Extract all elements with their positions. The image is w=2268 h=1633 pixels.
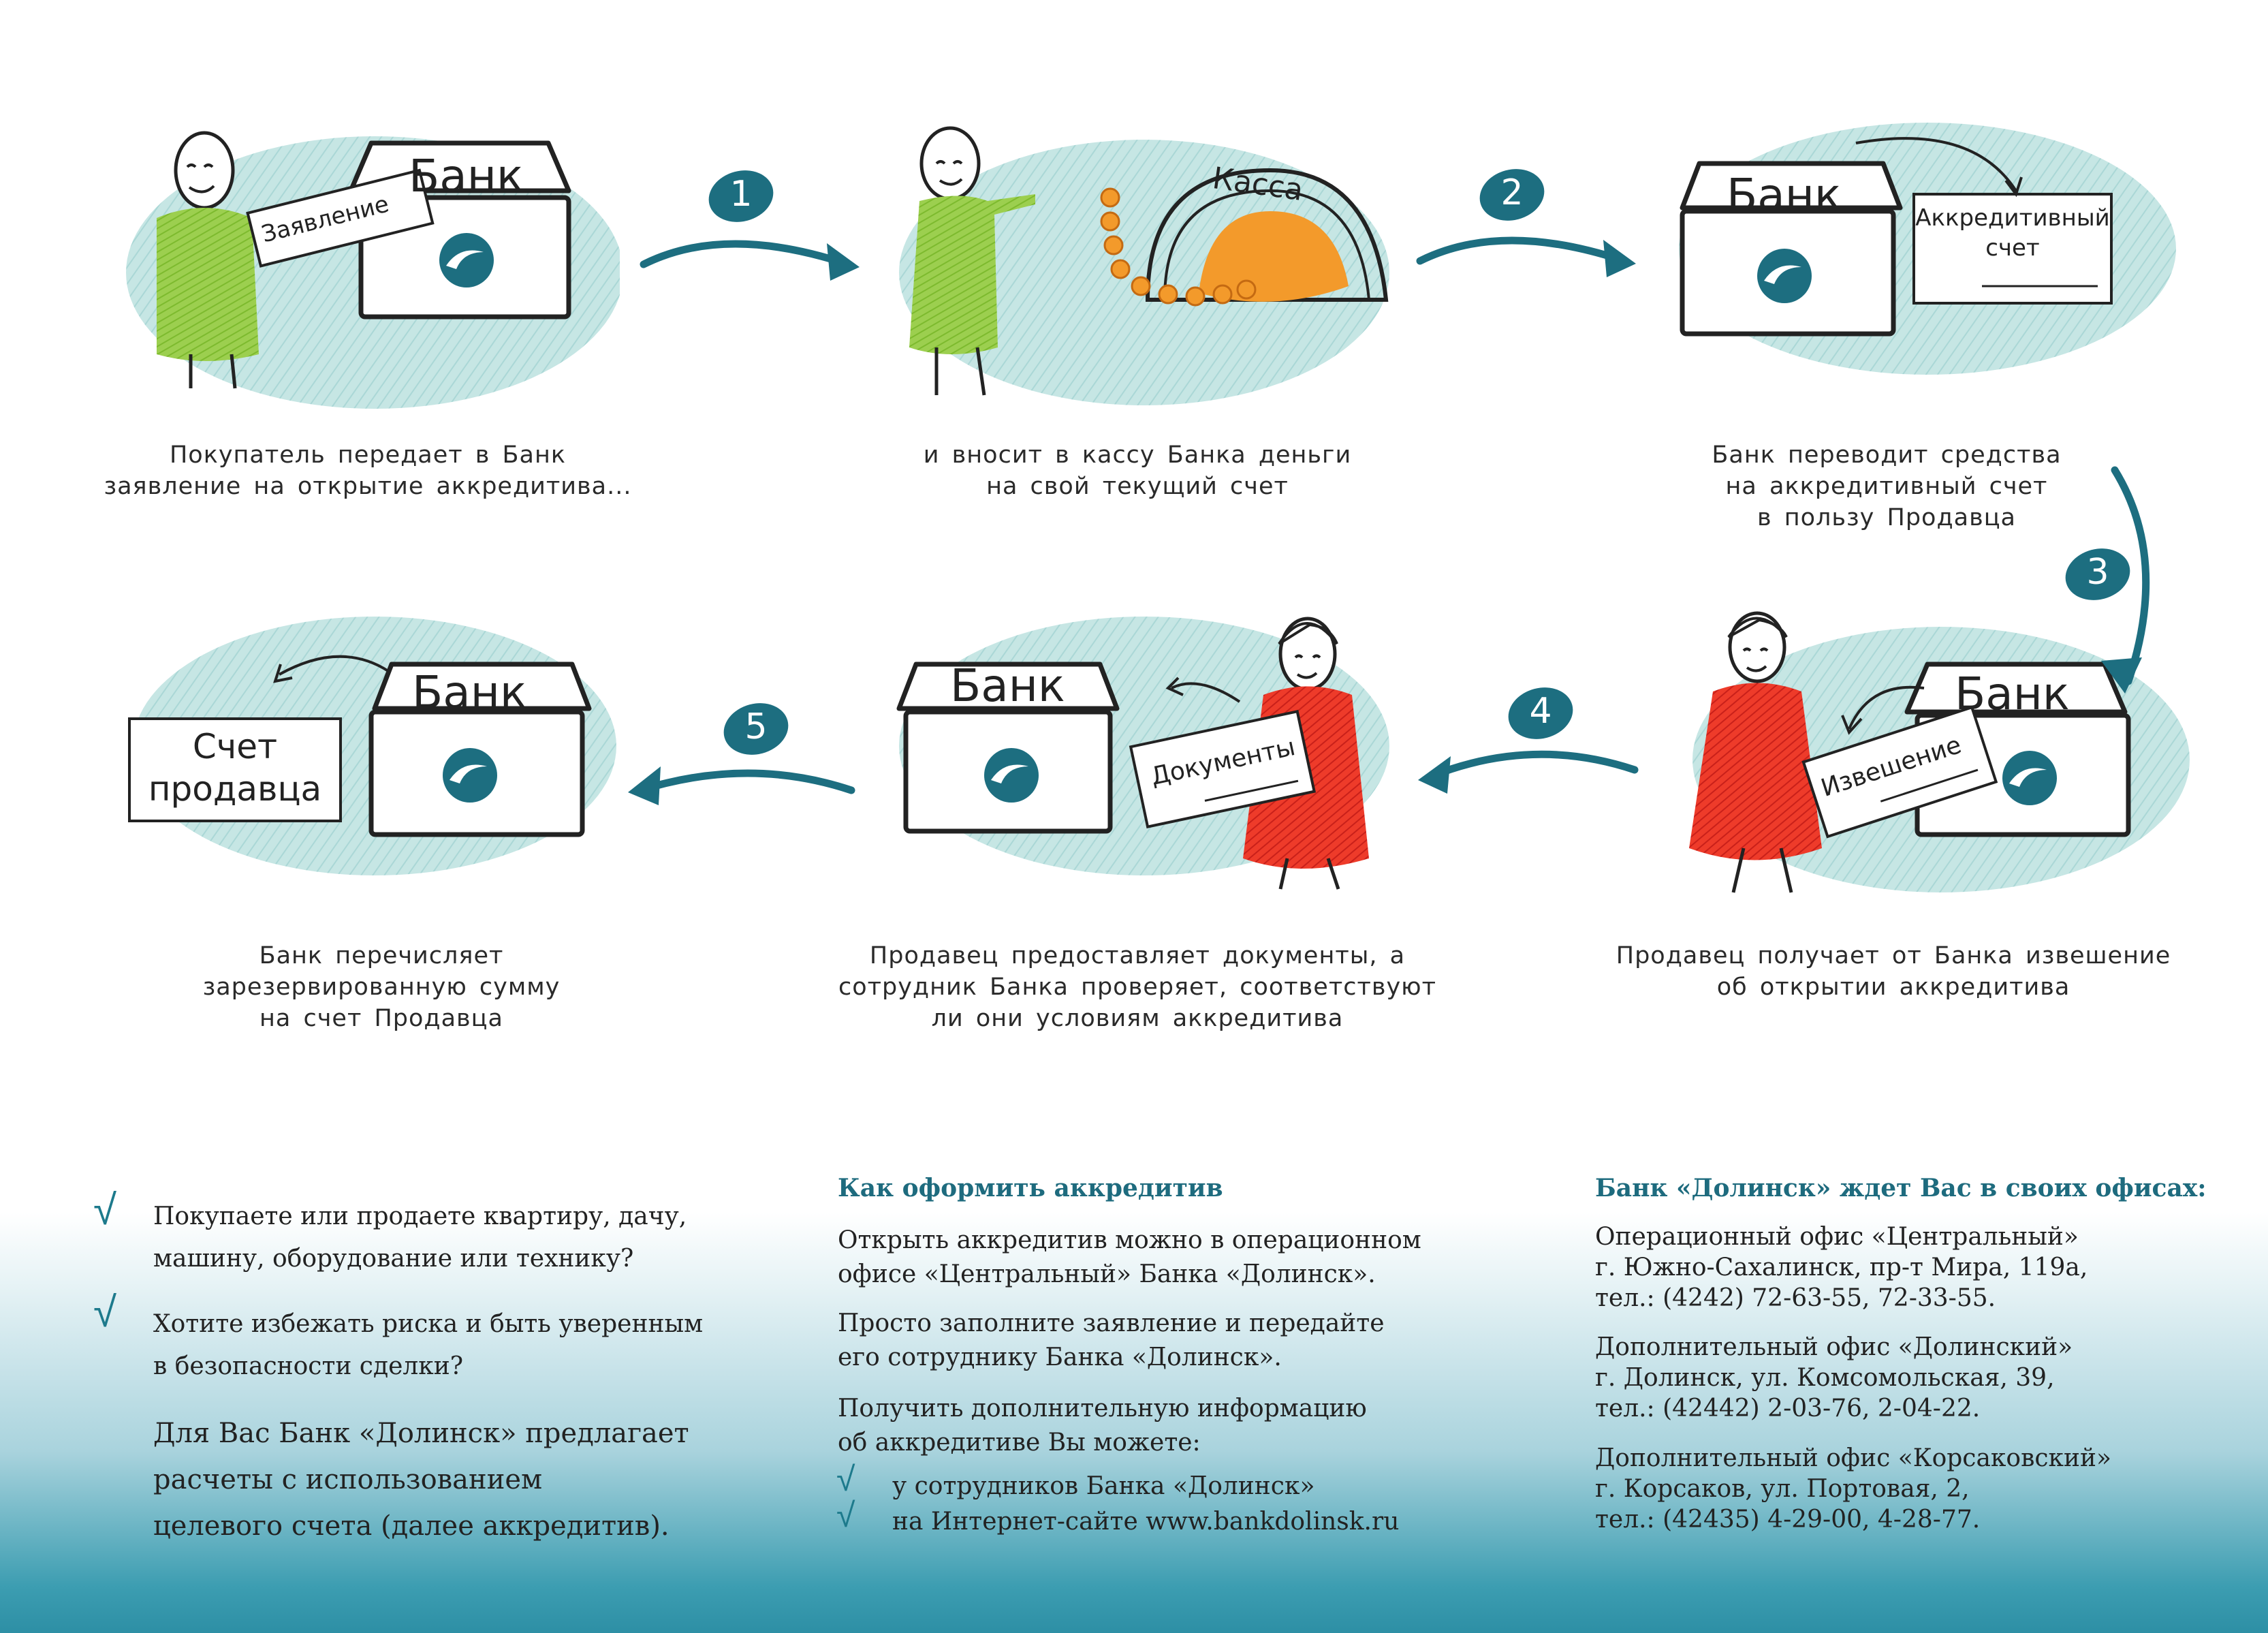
account-label-line2: счет [1985,234,2040,262]
mid-p3-line: об аккредитиве Вы можете: [838,1429,1201,1457]
scene-notice: Банк Извешение [1655,600,2193,913]
caption-line: и вносит в кассу Банка деньги [923,441,1352,469]
caption-line: Покупатель передает в Банк [169,441,567,469]
seller-account-line1: Счет [192,727,278,766]
caption-step-6: Банк перечисляет зарезервированную сумму… [109,940,654,1034]
scene-application: Банк Заявление [102,102,620,416]
caption-line: Банк перечисляет [259,942,504,969]
caption-step-4: Продавец получает от Банка извешение об … [1594,940,2193,1003]
scene-seller-account: Банк Счет продавца [123,600,627,892]
scene-letter-of-credit-account: Банк Аккредитивный счет [1662,102,2179,375]
office-line: тел.: (42442) 2-03-76, 2-04-22. [1595,1395,1981,1422]
office-dolinsky: Дополнительный офис «Долинский» г. Долин… [1595,1332,2073,1424]
caption-line: зарезервированную сумму [202,974,561,1001]
seller-account-label: Счет продавца [129,726,341,810]
account-label: Аккредитивный счет [1914,203,2111,263]
caption-line: на счет Продавца [259,1005,503,1032]
caption-line: Продавец предоставляет документы, а [869,942,1406,969]
caption-line: ли они условиям аккредитива [931,1005,1344,1032]
caption-step-5: Продавец предоставляет документы, а сотр… [831,940,1444,1034]
caption-line: Банк переводит средства [1712,441,2062,469]
caption-line: об открытии аккредитива [1716,974,2070,1001]
mid-p1-line: офисе «Центральный» Банка «Долинск». [838,1260,1376,1288]
office-line: г. Корсаков, ул. Портовая, 2, [1595,1475,1970,1503]
scene-documents: Банк Документы [879,600,1396,899]
checkmark-icon: √ [836,1459,855,1499]
mid-p1-line: Открыть аккредитив можно в операционном [838,1226,1421,1254]
mid-paragraph-1: Открыть аккредитив можно в операционном … [838,1224,1421,1292]
office-line: Дополнительный офис «Долинский» [1595,1333,2073,1361]
office-central: Операционный офис «Центральный» г. Южно-… [1595,1222,2088,1313]
caption-step-3: Банк переводит средства на аккредитивный… [1614,439,2159,533]
caption-line: на свой текущий счет [986,473,1289,500]
caption-line: сотрудник Банка проверяет, соответствуют [838,974,1437,1001]
step-arrows [628,169,2150,805]
caption-step-1: Покупатель передает в Банк заявление на … [95,439,640,502]
caption-line: Продавец получает от Банка извешение [1616,942,2171,969]
caption-step-2: и вносит в кассу Банка деньги на свой те… [865,439,1410,502]
mid-p2-line: его сотруднику Банка «Долинск». [838,1343,1282,1371]
question-1-line: Покупаете или продаете квартиру, дачу, [153,1202,687,1230]
offices-heading: Банк «Долинск» ждет Вас в своих офисах: [1595,1174,2207,1202]
mid-paragraph-3: Получить дополнительную информацию об ак… [838,1392,1367,1460]
offer-text: Для Вас Банк «Долинск» предлагает расчет… [153,1410,689,1549]
checkmark-icon: √ [93,1185,117,1234]
bank-label: Банк [412,666,527,719]
office-line: Операционный офис «Центральный» [1595,1223,2079,1251]
office-korsakovsky: Дополнительный офис «Корсаковский» г. Ко… [1595,1443,2111,1535]
bank-label: Банк [409,150,524,202]
account-label-line1: Аккредитивный [1915,204,2110,232]
question-2-line: Хотите избежать риска и быть уверенным [153,1310,704,1338]
step-number-4: 4 [1529,691,1552,732]
how-to-heading: Как оформить аккредитив [838,1174,1223,1202]
caption-line: на аккредитивный счет [1725,473,2048,500]
offer-line: целевого счета (далее аккредитив). [153,1510,670,1542]
checkmark-icon: √ [93,1287,117,1337]
scene-cash-desk: Касса [885,116,1389,416]
mid-paragraph-2: Просто заполните заявление и передайте е… [838,1307,1385,1375]
step-number-3: 3 [2086,552,2109,593]
caption-line: в пользу Продавца [1757,504,2016,531]
question-1: Покупаете или продаете квартиру, дачу, м… [153,1196,687,1280]
question-1-line: машину, оборудование или технику? [153,1245,634,1273]
office-line: г. Южно-Сахалинск, пр-т Мира, 119а, [1595,1254,2088,1281]
offer-line: расчеты с использованием [153,1464,543,1495]
website-link[interactable]: на Интернет-сайте www.bankdolinsk.ru [892,1508,1400,1536]
mid-p2-line: Просто заполните заявление и передайте [838,1309,1385,1337]
question-2-line: в безопасности сделки? [153,1352,464,1380]
bank-label: Банк [1955,668,2070,720]
office-line: тел.: (4242) 72-63-55, 72-33-55. [1595,1284,1996,1312]
caption-line: заявление на открытие аккредитива... [104,473,632,500]
contact-staff: у сотрудников Банка «Долинск» [892,1472,1315,1500]
office-line: г. Долинск, ул. Комсомольская, 39, [1595,1364,2055,1392]
checkmark-icon: √ [836,1495,855,1535]
office-line: тел.: (42435) 4-29-00, 4-28-77. [1595,1506,1981,1534]
step-number-1: 1 [729,174,753,215]
step-number-5: 5 [744,706,768,747]
mid-p3-line: Получить дополнительную информацию [838,1395,1367,1422]
step-number-2: 2 [1500,172,1524,213]
seller-account-line2: продавца [148,769,322,809]
question-2: Хотите избежать риска и быть уверенным в… [153,1303,703,1388]
bank-label: Банк [950,659,1065,712]
office-line: Дополнительный офис «Корсаковский» [1595,1444,2112,1472]
bank-label: Банк [1727,169,1842,221]
offer-line: Для Вас Банк «Долинск» предлагает [153,1418,689,1449]
